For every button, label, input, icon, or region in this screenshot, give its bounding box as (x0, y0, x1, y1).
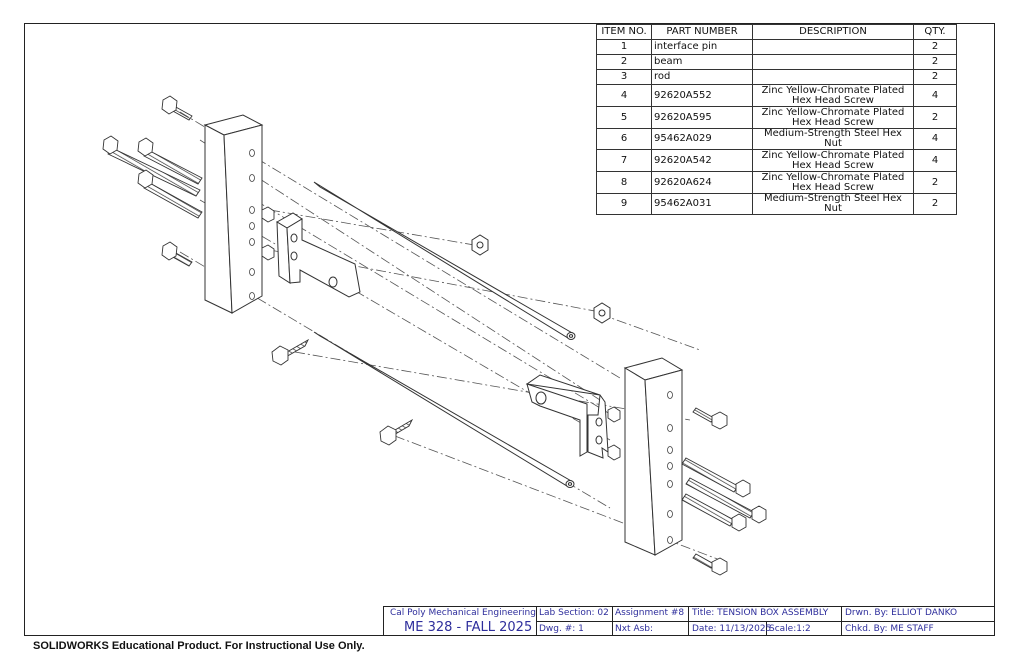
bom-desc-line2: Hex Head Screw (792, 159, 874, 171)
right-interface-pin (525, 374, 609, 459)
bom-qty: 2 (913, 106, 957, 129)
bom-desc-line1: Zinc Yellow-Chromate Plated (761, 171, 905, 183)
bill-of-materials: ITEM NO. PART NUMBER DESCRIPTION QTY. 1 … (596, 24, 957, 215)
bom-row: 2 beam 2 (596, 54, 957, 70)
bom-desc (752, 54, 914, 70)
bom-desc: Medium-Strength Steel Hex Nut (752, 193, 914, 215)
hex-nuts (471, 234, 611, 324)
right-beam (623, 357, 684, 556)
bom-part: 92620A552 (651, 84, 753, 107)
assignment: Assignment #8 (615, 608, 685, 618)
bom-item: 7 (596, 149, 652, 172)
bom-part: 95462A031 (651, 193, 753, 215)
bom-desc-line2: Hex Head Screw (792, 94, 874, 106)
bom-part: 92620A595 (651, 106, 753, 129)
bom-desc-line2: Hex Head Screw (792, 116, 874, 128)
bom-item: 3 (596, 69, 652, 85)
bom-qty: 4 (913, 128, 957, 150)
bom-item: 1 (596, 39, 652, 55)
bom-header-qty: QTY. (913, 24, 957, 40)
bom-row: 6 95462A029 Medium-Strength Steel Hex Nu… (596, 128, 957, 150)
left-interface-pin (276, 212, 361, 298)
bom-part: beam (651, 54, 753, 70)
course-name: ME 328 - FALL 2025 (404, 620, 533, 635)
bom-qty: 2 (913, 69, 957, 85)
lab-section: Lab Section: 02 (539, 608, 609, 618)
drawing-number: Dwg. #: 1 (539, 624, 584, 634)
bom-qty: 2 (913, 193, 957, 215)
bom-desc: Medium-Strength Steel Hex Nut (752, 128, 914, 150)
bom-desc-line1: Zinc Yellow-Chromate Plated (761, 149, 905, 161)
bom-qty: 2 (913, 54, 957, 70)
bom-qty: 2 (913, 171, 957, 194)
bom-row: 9 95462A031 Medium-Strength Steel Hex Nu… (596, 193, 957, 215)
bom-header-row: ITEM NO. PART NUMBER DESCRIPTION QTY. (596, 24, 957, 40)
bom-qty: 4 (913, 84, 957, 107)
bom-item: 5 (596, 106, 652, 129)
bom-desc-line2: Hex Head Screw (792, 181, 874, 193)
bom-item: 6 (596, 128, 652, 150)
org-name: Cal Poly Mechanical Engineering (390, 608, 536, 618)
bom-desc-line1: Zinc Yellow-Chromate Plated (761, 84, 905, 96)
bom-part: 92620A542 (651, 149, 753, 172)
bom-desc (752, 69, 914, 85)
drawing-date: Date: 11/13/2025 (692, 624, 772, 634)
bom-qty: 2 (913, 39, 957, 55)
bom-header-part: PART NUMBER (651, 24, 753, 40)
drawing-title: Title: TENSION BOX ASSEMBLY (692, 608, 829, 618)
bom-item: 9 (596, 193, 652, 215)
drawn-by: Drwn. By: ELLIOT DANKO (845, 608, 958, 618)
bom-row: 3 rod 2 (596, 69, 957, 85)
bom-desc (752, 39, 914, 55)
bom-part: interface pin (651, 39, 753, 55)
sheet-border (24, 23, 995, 636)
bom-part: 95462A029 (651, 128, 753, 150)
bom-item: 4 (596, 84, 652, 107)
next-assembly: Nxt Asb: (615, 624, 654, 634)
bom-part: rod (651, 69, 753, 85)
bom-row: 1 interface pin 2 (596, 39, 957, 55)
bom-header-desc: DESCRIPTION (752, 24, 914, 40)
bom-item: 8 (596, 171, 652, 194)
rods (313, 181, 576, 488)
bom-desc-line1: Zinc Yellow-Chromate Plated (761, 106, 905, 118)
bom-qty: 4 (913, 149, 957, 172)
bom-part: 92620A624 (651, 171, 753, 194)
checked-by: Chkd. By: ME STAFF (845, 624, 934, 634)
left-screws (102, 95, 414, 446)
drawing-scale: Scale:1:2 (769, 624, 811, 634)
right-screws (607, 406, 767, 576)
bom-item: 2 (596, 54, 652, 70)
educational-watermark: SOLIDWORKS Educational Product. For Inst… (33, 640, 365, 652)
bom-header-item: ITEM NO. (596, 24, 652, 40)
left-beam (203, 114, 264, 314)
